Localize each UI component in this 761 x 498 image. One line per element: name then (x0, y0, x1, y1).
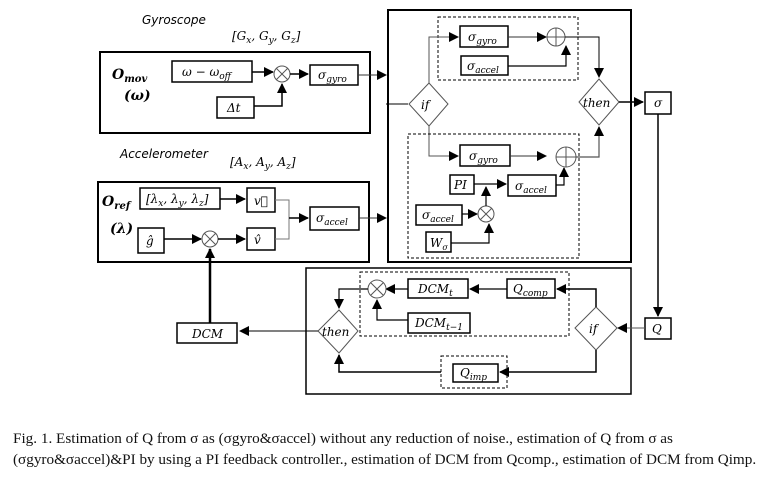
figure-caption: Fig. 1. Estimation of Q from σ as (σgyro… (13, 428, 758, 470)
caption-text: Estimation of Q from σ as (σgyro&σaccel)… (13, 430, 757, 468)
svg-text:if: if (421, 98, 432, 112)
svg-text:Q: Q (652, 322, 662, 336)
dcm-output-box (176, 322, 238, 344)
accelerometer-vector: [Ax, Ay, Az] (230, 155, 296, 172)
q-imp-box (452, 363, 499, 383)
svg-text:[Ax, Ay, Az]: [Ax, Ay, Az] (230, 155, 296, 172)
o-ref-label: Oref (102, 194, 132, 212)
then-decision: then (578, 78, 620, 126)
if-decision: if (574, 306, 618, 351)
svg-text:v̂: v̂ (254, 233, 261, 247)
v-vector-box (246, 187, 276, 213)
svg-text:[Gx, Gy, Gz]: [Gx, Gy, Gz] (232, 29, 301, 46)
sum-node (546, 27, 566, 47)
svg-text:σ: σ (654, 96, 663, 110)
sigma-accel-input-box (415, 204, 463, 226)
svg-text:v⃗: v⃗ (254, 194, 268, 208)
svg-text:ĝ: ĝ (146, 234, 154, 248)
sum-node (555, 146, 577, 168)
dcm-t-minus-1-box (407, 312, 471, 334)
svg-text:DCMt: DCMt (417, 282, 453, 299)
svg-text:Δt: Δt (226, 101, 241, 115)
dcm-output-label: DCM (191, 327, 224, 341)
multiply-node (273, 65, 291, 83)
svg-text:PI: PI (453, 178, 467, 192)
svg-text:then: then (322, 325, 349, 339)
weight-box (425, 231, 452, 253)
g-hat-box (137, 227, 165, 254)
multiply-node (201, 230, 219, 248)
accel-block: Oref (λ) [λx, λy, λz] v⃗ ĝ v̂ σaccel (97, 181, 387, 263)
sensor-fusion-diagram: Gyroscope [Gx, Gy, Gz] Accelerometer [Ax… (97, 9, 672, 395)
v-hat-box (246, 227, 276, 251)
then-decision: then (317, 309, 359, 354)
accelerometer-title: Accelerometer (119, 147, 209, 161)
o-mov-label: Omov (112, 67, 147, 85)
if-decision: if (408, 82, 449, 127)
svg-text:if: if (589, 322, 600, 336)
multiply-node (477, 205, 495, 223)
gyroscope-vector: [Gx, Gy, Gz] (232, 29, 301, 46)
pi-fusion-group (407, 133, 580, 259)
svg-text:then: then (583, 96, 610, 110)
compensated-group (359, 271, 570, 337)
caption-prefix: Fig. 1. (13, 430, 53, 447)
gyroscope-title: Gyroscope (142, 13, 206, 27)
omega-label: (ω) (124, 88, 151, 104)
fusion-block: σgyro σaccel if then σ σgyro (386, 9, 672, 263)
direct-fusion-group (437, 16, 579, 81)
delta-t-box (216, 96, 255, 119)
dcm-block: Q if Qcomp DCMt DCMt−1 then Qimp (239, 267, 672, 395)
gyro-block: Omov (ω) ω − ωoff Δt σgyro (99, 51, 387, 134)
multiply-node (367, 279, 387, 299)
lambda-label: (λ) (110, 221, 133, 237)
